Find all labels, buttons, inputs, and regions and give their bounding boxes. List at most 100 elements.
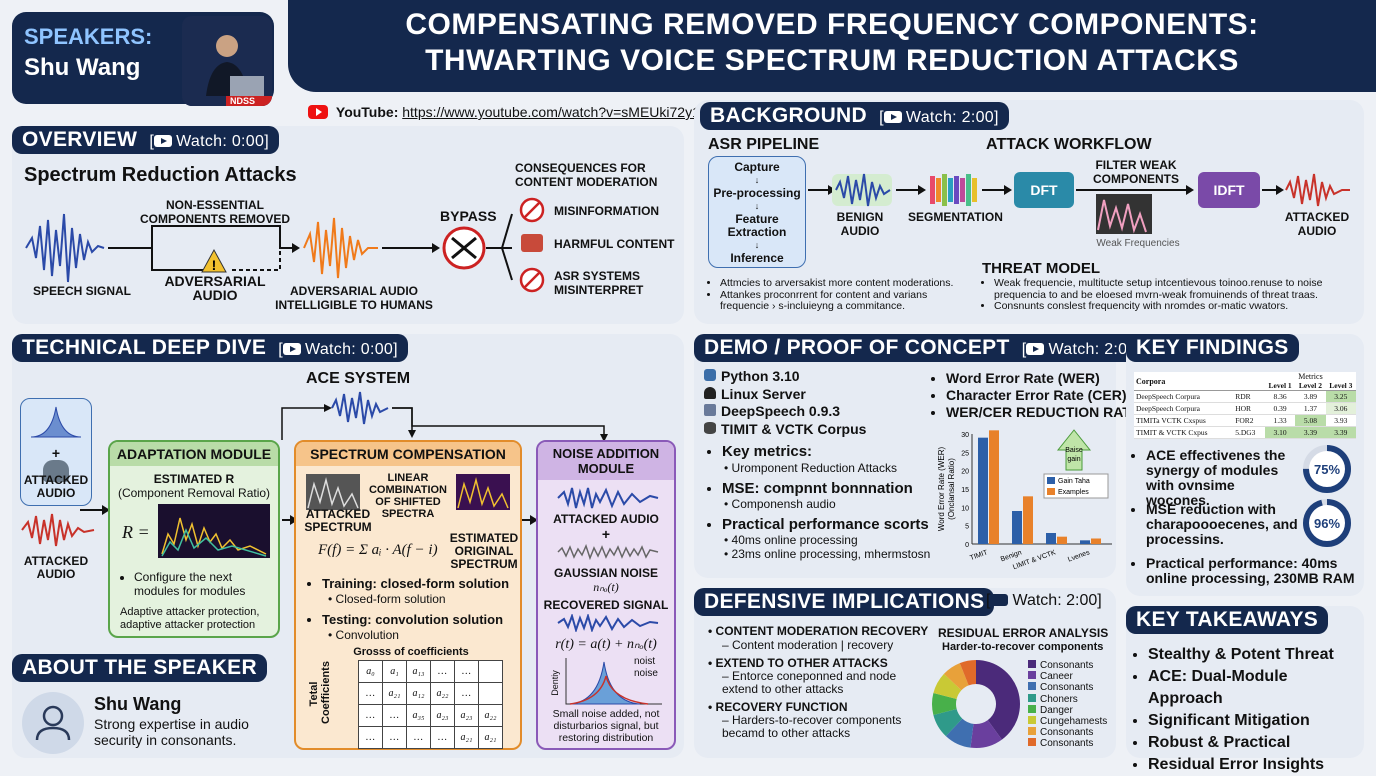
demo-details: Key metrics: <box>708 444 936 460</box>
attacked-audio-label-2: ATTACKED AUDIO <box>23 554 89 581</box>
attacked-audio-card: + <box>20 398 92 506</box>
y-tick-label: 20 <box>961 469 969 476</box>
ace-wave-icon <box>331 391 389 425</box>
idft-label: IDFT <box>1213 182 1245 198</box>
segmentation-icon <box>930 174 977 206</box>
attacked-audio-card-label: ATTACKED AUDIO <box>23 473 89 500</box>
coef-cell: … <box>358 726 383 749</box>
residual-legend-item: Consonants <box>1028 727 1107 738</box>
mse-item: MSE: compnnt bonnnation <box>722 480 936 497</box>
spectrum-peak-icon <box>30 406 82 438</box>
estimated-original-label: ESTIMATED ORIGINAL SPECTRUM <box>449 531 519 571</box>
benign-wave-icon <box>835 173 891 207</box>
deepspeech-icon <box>704 404 716 416</box>
adv-intelligible-label: ADVERSARIAL AUDIO INTELLIGIBLE TO HUMANS <box>275 284 433 312</box>
demo-header: DEMO / PROOF OF CONCEPT [Watch: 2:00] <box>694 334 1152 362</box>
progress-label: 96% <box>1314 516 1340 531</box>
bypass-icon <box>442 226 486 270</box>
compensation-formula: F(f) = Σ aᵢ · A(f − i) <box>318 542 438 558</box>
metric-cer: Character Error Rate (CER) <box>946 387 1146 404</box>
attacked-wave-icon <box>1285 173 1350 207</box>
coef-cell: … <box>406 726 431 749</box>
takeaway-1: Stealthy & Potent Threat <box>1148 644 1362 666</box>
title-line-2: THWARTING VOICE SPECTRUM REDUCTION ATTAC… <box>425 44 1239 77</box>
coef-cell: … <box>430 726 455 749</box>
bar <box>1023 496 1033 544</box>
youtube-url[interactable]: https://www.youtube.com/watch?v=sMEUki72… <box>402 104 708 120</box>
adversarial-label: ADVERSARIAL AUDIO <box>164 273 266 303</box>
takeaways-header: KEY TAKEAWAYS <box>1126 606 1329 634</box>
background-title: BACKGROUND <box>710 104 867 127</box>
y-tick-label: 5 <box>965 524 969 531</box>
defensive-watch[interactable]: [Watch: 2:00] <box>986 592 1102 609</box>
mse-sub: • Componensh audio <box>724 497 836 511</box>
y-tick-label: 0 <box>965 542 969 549</box>
coef-cell: … <box>358 704 383 727</box>
speech-signal-label: SPEECH SIGNAL <box>32 284 131 298</box>
bar <box>1080 540 1090 544</box>
defensive-panel <box>694 588 1116 758</box>
linear-combination: LINEAR COMBINATION OF SHIFTED SPECTRA <box>368 472 447 520</box>
asr-misinterpret-icon <box>519 267 545 293</box>
harmful-content-icon <box>521 234 543 252</box>
raise-label: Baise <box>1065 447 1083 454</box>
video-icon <box>1026 343 1045 355</box>
r-equation: R = <box>122 522 150 542</box>
coef-cell: a₂₁ <box>478 726 503 749</box>
coef-cell: a₂₃ <box>430 704 455 727</box>
background-notes-right: Weak frequencie, multitucte setup intcen… <box>982 277 1356 313</box>
noist-label: noist <box>634 656 656 667</box>
coef-cell: a₂₃ <box>454 704 479 727</box>
overview-watch[interactable]: [Watch: 0:00] <box>149 133 269 150</box>
donut-slice <box>976 660 1020 740</box>
gaussian-wave-icon <box>557 544 659 560</box>
donut-slice <box>933 708 963 737</box>
consequences-label: CONSEQUENCES FOR CONTENT MODERATION <box>515 161 658 189</box>
testing-item: Testing: convolution solution <box>322 612 520 628</box>
takeaway-4: Robust & Practical <box>1148 732 1362 754</box>
spectrum-title: SPECTRUM COMPENSATION <box>296 442 520 466</box>
bar <box>1012 511 1022 544</box>
residual-legend-item: Consonants <box>1028 660 1107 671</box>
takeaway-2: ACE: Dual-Module Approach <box>1148 666 1362 710</box>
deep-dive-watch[interactable]: [Watch: 0:00] <box>278 341 398 358</box>
demo-metrics: Word Error Rate (WER) Character Error Ra… <box>934 370 1146 421</box>
legend-entry: Gain Taha <box>1058 478 1090 485</box>
noise-note: Small noise added, not disturbarios sign… <box>552 708 660 744</box>
residual-legend-item: Caneer <box>1028 671 1107 682</box>
bar <box>989 430 999 544</box>
gaussian-label: GAUSSIAN NOISE <box>553 566 658 580</box>
ace-connectors <box>80 391 608 525</box>
demo-watch[interactable]: [Watch: 2:00] <box>1021 341 1141 358</box>
noise-plus: + <box>601 526 611 542</box>
training-sub: • Closed-form solution <box>328 592 446 606</box>
donut-slice <box>945 718 974 748</box>
key-metrics: Key metrics: <box>722 444 936 460</box>
findings-header: KEY FINDINGS <box>1126 334 1299 362</box>
residual-sub: Harder-to-recover components <box>942 641 1104 653</box>
youtube-label: YouTube: <box>335 104 399 120</box>
y-tick-label: 15 <box>961 487 969 494</box>
tool-deepspeech: DeepSpeech 0.9.3 <box>704 403 866 421</box>
asr-title: ASR PIPELINE <box>708 136 820 153</box>
defensive-sub-1: – Content moderation | recovery <box>722 638 894 652</box>
x-tick-label: Lvenes <box>1067 549 1091 563</box>
grid-side-label: Tetal Coefficients <box>308 661 332 724</box>
background-header: BACKGROUND [Watch: 2:00] <box>700 102 1009 130</box>
asr-step-4: Inference <box>730 251 784 265</box>
coef-cell <box>478 682 503 705</box>
background-watch[interactable]: [Watch: 2:00] <box>879 109 999 126</box>
coef-cell: … <box>454 660 479 683</box>
metric-wer: Word Error Rate (WER) <box>946 370 1146 387</box>
donut-slice <box>959 660 976 686</box>
overview-diagram: ! <box>25 197 545 293</box>
raise-label-2: gain <box>1067 456 1080 463</box>
training-item: Training: closed-form solution <box>322 576 520 592</box>
attacked-audio-label: ATTACKED AUDIO <box>1284 210 1350 238</box>
